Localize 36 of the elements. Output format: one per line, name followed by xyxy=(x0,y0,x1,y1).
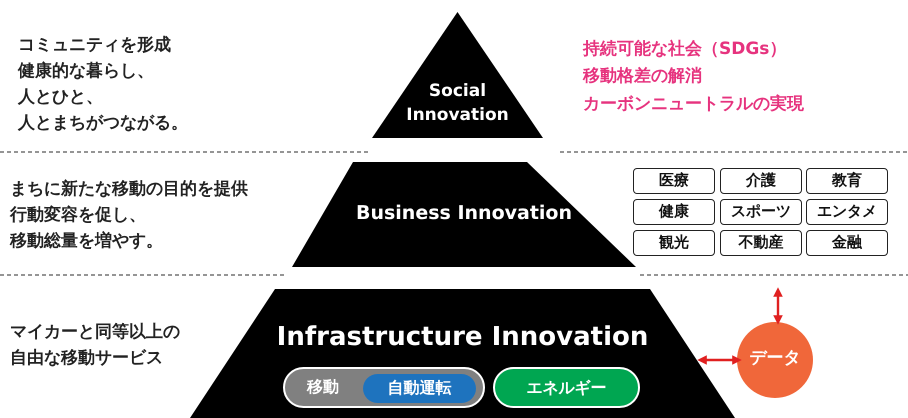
description-text: マイカーと同等以上の xyxy=(10,321,180,343)
description-text: 人とまちがつながる。 xyxy=(18,112,188,134)
category-label: データ xyxy=(748,347,802,370)
category-tile: 医療 xyxy=(633,168,715,194)
double-arrow xyxy=(773,287,783,325)
category-tile: 観光 xyxy=(633,230,715,256)
description-text: コミュニティを形成 xyxy=(18,34,171,56)
description-text: まちに新たな移動の目的を提供 xyxy=(10,178,248,200)
category-label: エネルギー xyxy=(526,377,608,399)
goal-text: 持続可能な社会（SDGs） xyxy=(583,38,786,60)
description-text: 自由な移動サービス xyxy=(10,347,163,369)
tier-title: Business Innovation xyxy=(354,201,574,226)
pyramid-tier xyxy=(292,162,636,267)
category-tile: 金融 xyxy=(806,230,888,256)
category-pill xyxy=(363,374,476,403)
description-text: 健康的な暮らし、 xyxy=(18,60,154,82)
category-pill xyxy=(283,367,485,408)
pyramid-base xyxy=(190,289,735,418)
category-label: 自動運転 xyxy=(386,377,452,399)
category-tile: 介護 xyxy=(720,168,802,194)
category-tile: エンタメ xyxy=(806,199,888,225)
tier-title: Social Innovation xyxy=(405,80,510,127)
pyramid-apex xyxy=(372,12,543,138)
category-label: 移動 xyxy=(306,376,340,398)
double-arrow xyxy=(697,355,742,365)
category-tile: スポーツ xyxy=(720,199,802,225)
tier-title: Infrastructure Innovation xyxy=(276,321,650,354)
description-text: 行動変容を促し、 xyxy=(10,204,146,226)
category-tile: 不動産 xyxy=(720,230,802,256)
description-text: 人とひと、 xyxy=(18,86,103,108)
goal-text: カーボンニュートラルの実現 xyxy=(583,93,804,115)
goal-text: 移動格差の解消 xyxy=(583,65,702,87)
category-tile: 健康 xyxy=(633,199,715,225)
description-text: 移動総量を増やす。 xyxy=(10,230,163,252)
category-pill xyxy=(493,367,640,408)
category-tile: 教育 xyxy=(806,168,888,194)
